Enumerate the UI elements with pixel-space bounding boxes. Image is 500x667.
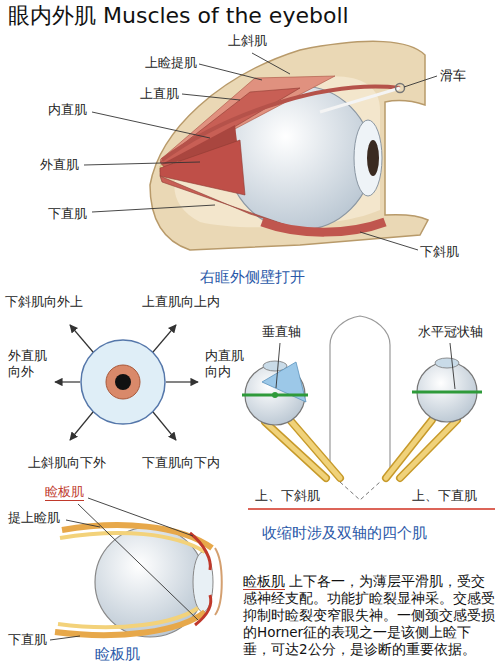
direction-label: 下斜肌向外上 [5,294,83,310]
illustration-part [106,365,140,399]
illustration-part [265,420,457,478]
illustration-part [435,358,459,368]
illustration-part [162,87,400,160]
illustration-part [195,595,211,625]
illustration-part [55,381,80,382]
illustration-part [330,316,390,470]
axis-label: 水平冠状轴 [418,324,483,340]
illustration-part [150,41,428,250]
illustration-part [262,222,385,232]
illustration-part [58,608,198,627]
illustration-part [160,140,245,195]
part-label: 上、下直肌 [412,488,477,504]
illustration-part [450,343,455,389]
illustration-part [70,325,93,352]
note-paragraph: 睑板肌上下各一，为薄层平滑肌，受交感神经支配。功能扩睑裂显神采。交感受抑制时睑裂… [243,573,495,658]
part-label: 睑板肌 [45,484,84,501]
illustration-part [92,112,210,138]
illustration-part [396,84,405,93]
illustration-part [55,325,198,440]
illustration-part [320,88,400,112]
part-label: 下直肌 [8,632,47,648]
panel-caption: 右眶外侧壁打开 [200,268,305,287]
part-label: 上斜肌 [228,33,267,49]
illustration-part [290,420,340,478]
part-label: 下直肌 [48,206,87,222]
panel-caption: 收缩时涉及双轴的四个肌 [262,524,427,543]
illustration-part [190,533,210,570]
illustration-part [92,205,215,212]
illustration-part [160,76,335,166]
illustration-part [88,498,193,536]
illustration-part [166,381,198,382]
part-label: 上直肌 [140,86,179,102]
note-term: 睑板肌 [243,573,285,590]
illustration-part [84,53,437,250]
illustration-part [84,162,200,165]
illustration-part [50,636,80,640]
direction-label: 上斜肌向下外 [28,455,106,471]
part-label: 提上睑肌 [8,510,60,526]
part-label: 外直肌 [40,157,79,173]
illustration-part [50,498,198,640]
part-label: 上、下斜肌 [255,488,320,504]
illustration-part [412,391,482,394]
direction-label: 外直肌 向外 [8,348,50,381]
part-label: 内直肌 [48,102,87,118]
illustration-part [248,508,495,510]
part-label: 上睑提肌 [145,55,197,71]
illustration-part [265,420,457,478]
illustration-part [354,120,382,196]
illustration-part [272,392,278,398]
illustration-part [66,520,100,527]
direction-label: 上直肌向上内 [142,294,220,310]
illustration-part [367,140,379,176]
illustration-part [199,64,262,80]
illustration-part [182,94,240,100]
illustration-part [276,343,280,388]
illustration-part [215,548,222,615]
illustration-part [400,420,457,478]
illustration-part [404,76,437,87]
illustration-part [276,343,455,389]
title: 眼内外肌 Muscles of the eyeboll [8,2,349,30]
illustration-part [340,482,380,500]
illustration-part [153,325,176,352]
illustration-part [70,412,93,440]
illustration-part [160,176,295,228]
panel-caption: 睑板肌 [95,645,140,664]
part-label: 下斜肌 [420,244,459,260]
axis-label: 垂直轴 [262,324,301,340]
illustration-part [78,504,198,620]
illustration-part [115,374,131,390]
part-label: 滑车 [440,68,466,84]
illustration-part [252,53,290,74]
illustration-part [60,533,205,552]
illustration-part [81,340,165,424]
direction-label: 内直肌 向内 [205,348,247,381]
illustration-part [153,412,176,440]
illustration-part [360,232,418,250]
direction-label: 下直肌向下内 [142,455,220,471]
